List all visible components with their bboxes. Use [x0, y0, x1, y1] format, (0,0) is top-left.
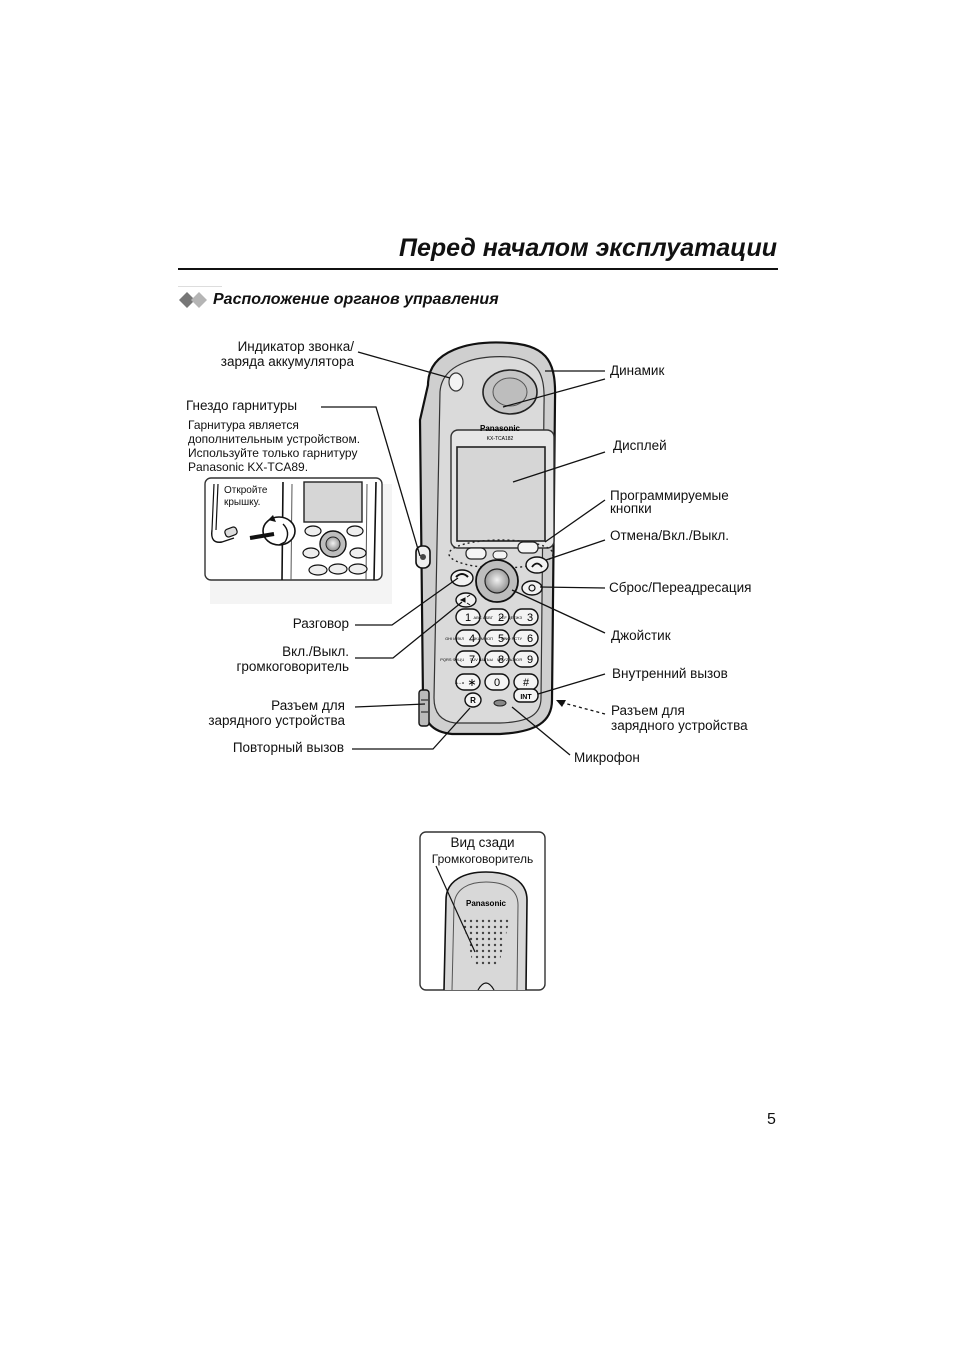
keypad-key-letters: DEF ДЕЁЖЗ: [499, 615, 523, 620]
joystick-label: Джойстик: [611, 628, 671, 643]
keypad-key-body[interactable]: [455, 629, 481, 647]
keypad-key[interactable]: TUV ШЩЪЫ 8: [470, 650, 510, 668]
keypad-key-digit: 1: [465, 612, 471, 624]
keypad-key-digit: ∗: [467, 677, 476, 689]
joystick[interactable]: [484, 568, 510, 594]
page-title: Перед началом эксплуатации: [398, 234, 777, 262]
redial-label: Повторный вызов: [232, 740, 344, 755]
handset-model: KX-TCA182: [487, 436, 514, 442]
cancel-power-key[interactable]: [525, 556, 549, 574]
keypad-key-digit: 2: [498, 612, 504, 624]
faint-mark: [178, 286, 222, 287]
keypad-key[interactable]: GHI ИЙКЛ 4: [445, 629, 481, 647]
keypad-key-body[interactable]: [455, 673, 481, 691]
keypad-key-letters: TUV ШЩЪЫ: [470, 657, 494, 662]
soft-key-left[interactable]: [465, 547, 487, 560]
title-rule: [178, 268, 778, 270]
soft-key-center[interactable]: [492, 550, 508, 560]
keypad-key[interactable]: MNO РСТУ 6: [501, 629, 539, 647]
speaker-label: Динамик: [610, 363, 665, 378]
headset-inset: [204, 477, 392, 604]
keypad-key-digit: 5: [498, 633, 504, 645]
keypad-key-body[interactable]: [484, 673, 510, 691]
page-number: 5: [767, 1111, 776, 1128]
intercom-label: Внутренний вызов: [612, 666, 728, 681]
charger-right-leader: [559, 701, 606, 715]
headset-jack-label: Гнездо гарнитуры: [186, 398, 298, 413]
keypad-key[interactable]: WXYZ ЬЭЮЯ 9: [497, 650, 539, 668]
keypad-key-body[interactable]: [484, 629, 510, 647]
keypad-key[interactable]: 0: [484, 673, 510, 691]
headset-note: Гарнитура является дополнительным устрой…: [188, 418, 361, 474]
keypad-key-letters: JKL МНОП: [473, 636, 493, 641]
redial-key-label: R: [470, 696, 476, 705]
keypad-key-digit: 0: [494, 677, 500, 689]
keypad-key-body[interactable]: [513, 629, 539, 647]
section-title: Расположение органов управления: [213, 291, 499, 308]
keypad-key[interactable]: 1: [455, 608, 481, 626]
reset-forward-label: Сброс/Переадресация: [609, 580, 752, 595]
keypad-key-body[interactable]: [484, 650, 510, 668]
keypad-key-body[interactable]: [513, 650, 539, 668]
keypad-key[interactable]: DEF ДЕЁЖЗ 3: [499, 608, 539, 626]
speakerphone-label: Вкл./Выкл. громкоговоритель: [236, 644, 349, 674]
keypad-key-body[interactable]: [455, 608, 481, 626]
keypad-key[interactable]: #: [513, 673, 539, 691]
keypad-key-body[interactable]: [484, 608, 510, 626]
keypad-key-letters: A↔a: [455, 680, 465, 685]
rear-view-inset: [419, 831, 546, 991]
arrow-head-icon: [556, 700, 566, 707]
open-cover-note: Откройте крышку.: [224, 485, 268, 508]
charger-right-label: Разъем для зарядного устройства: [611, 703, 748, 733]
keypad-key[interactable]: JKL МНОП 5: [473, 629, 510, 647]
keypad-key[interactable]: ABC АБВГ 2: [474, 608, 510, 626]
rear-brand: Panasonic: [466, 899, 507, 908]
charger-contact-left: [418, 689, 430, 727]
rear-view-title: Вид сзади: [450, 835, 515, 850]
keypad-key-letters: MNO РСТУ: [501, 636, 522, 641]
keypad-key-letters: ABC АБВГ: [474, 615, 494, 620]
display-screen: [456, 446, 546, 542]
display-label: Дисплей: [613, 438, 667, 453]
rear-speaker-label: Громкоговоритель: [431, 852, 534, 866]
keypad-key-letters: WXYZ ЬЭЮЯ: [497, 657, 522, 662]
keypad-key-letters: PQRS ФХЦЧ: [440, 657, 464, 662]
soft-key-right[interactable]: [517, 541, 539, 554]
charger-left-label: Разъем для зарядного устройства: [208, 698, 345, 728]
keypad-key-digit: 8: [498, 654, 504, 666]
microphone-hole: [493, 699, 507, 707]
indicator-led: [448, 372, 464, 392]
reset-forward-key[interactable]: [521, 580, 543, 596]
cancel-power-label: Отмена/Вкл./Выкл.: [610, 528, 730, 543]
rear-speaker-grille: [462, 918, 510, 968]
keypad-key-digit: 4: [469, 633, 475, 645]
indicator-label: Индикатор звонка/ заряда аккумулятора: [220, 339, 354, 369]
talk-label: Разговор: [292, 616, 349, 631]
leader-lines: [321, 351, 606, 756]
keypad-key[interactable]: PQRS ФХЦЧ 7: [440, 650, 481, 668]
microphone-label: Микрофон: [574, 750, 640, 765]
redial-key[interactable]: R: [464, 692, 482, 708]
intercom-key[interactable]: INT: [513, 688, 539, 703]
keypad-key-body[interactable]: [455, 650, 481, 668]
keypad-key-digit: 9: [527, 654, 533, 666]
diamond-bullet-icon: [179, 292, 207, 308]
keypad-key-digit: #: [523, 677, 530, 689]
keypad-key-digit: 7: [469, 654, 475, 666]
keypad-key-letters: GHI ИЙКЛ: [445, 636, 464, 641]
keypad-key-digit: 6: [527, 633, 533, 645]
handset-brand: Panasonic: [480, 424, 521, 433]
soft-keys-label: Программируемые кнопки: [610, 488, 729, 516]
talk-key[interactable]: [450, 569, 474, 587]
keypad-key-digit: 3: [527, 612, 533, 624]
keypad-key[interactable]: A↔a∗: [455, 673, 481, 691]
keypad-key-body[interactable]: [513, 608, 539, 626]
intercom-key-label: INT: [520, 694, 532, 701]
